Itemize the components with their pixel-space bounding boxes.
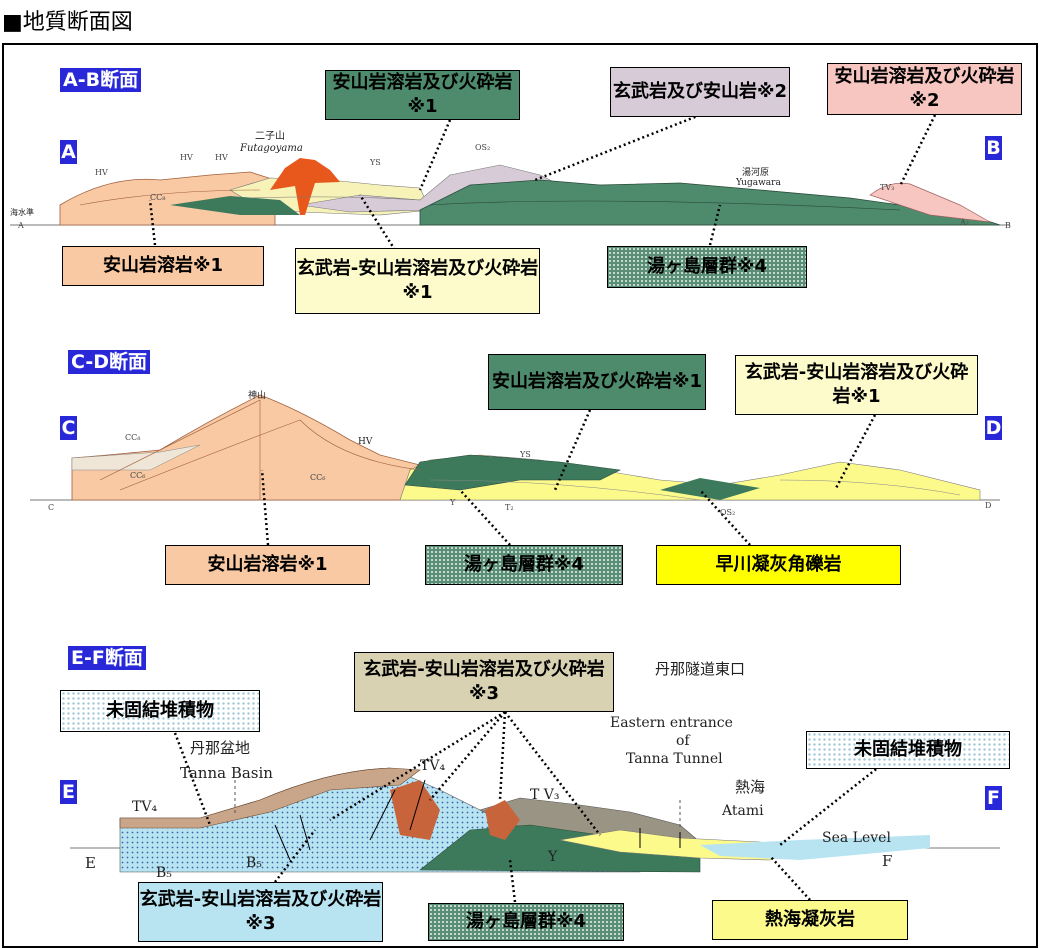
map-label-tunnel-en1: Eastern entrance: [610, 715, 733, 731]
map-label-yugawara: Yugawara: [736, 178, 781, 188]
map-label-tunnel-jp: 丹那隧道東口: [655, 660, 746, 678]
svg-text:HV: HV: [180, 153, 193, 162]
label-ab-basalt-andesite-lava1: 玄武岩-安山岩溶岩及び火砕岩※1: [295, 248, 540, 314]
svg-text:A: A: [17, 221, 24, 230]
label-cd-hayakawa: 早川凝灰角礫岩: [656, 545, 901, 585]
label-cd-yugashima4: 湯ヶ島層群※4: [425, 545, 623, 585]
section-ef-point-e: E: [60, 780, 77, 804]
svg-text:T₂: T₂: [505, 503, 514, 512]
map-label-shinzan: 神山: [248, 391, 267, 401]
svg-text:HV: HV: [95, 168, 108, 177]
section-ef-point-f: F: [985, 786, 1002, 810]
svg-text:HV: HV: [215, 153, 228, 162]
svg-text:Y: Y: [449, 498, 456, 507]
map-label-cd-hv: HV: [358, 437, 373, 447]
section-ab-title: A-B断面: [60, 68, 142, 92]
svg-text:D: D: [985, 501, 991, 510]
svg-text:CC₈: CC₈: [150, 193, 165, 202]
map-label-sealevel: Sea Level: [822, 830, 891, 846]
label-ef-unconsolidated-right: 未固結堆積物: [806, 731, 1010, 769]
label-cd-basalt-andesite-lava1: 玄武岩-安山岩溶岩及び火砕岩※1: [735, 355, 978, 415]
svg-text:OS₂: OS₂: [475, 143, 490, 152]
label-ef-yugashima4: 湯ヶ島層群※4: [428, 903, 624, 941]
svg-text:YS: YS: [369, 158, 381, 167]
section-ab-point-b: B: [985, 136, 1002, 160]
label-ab-andesite-pyro1: 安山岩溶岩及び火砕岩※1: [325, 70, 520, 120]
section-cd-point-c: C: [60, 416, 77, 440]
svg-text:YS: YS: [519, 450, 531, 459]
map-label-tv4-top: TV₄: [420, 758, 446, 774]
map-label-y: Y: [548, 849, 558, 865]
svg-text:TV₃: TV₃: [880, 183, 894, 192]
page-title: ■地質断面図: [2, 10, 133, 35]
map-label-futagoyama: Futagoyama: [240, 143, 303, 154]
label-ab-andesite-lava1: 安山岩溶岩※1: [62, 246, 264, 286]
label-ef-unconsolidated-left: 未固結堆積物: [60, 690, 260, 732]
map-label-yugawara-jp: 湯河原: [742, 168, 770, 178]
label-ef-basalt-andesite3-bottom: 玄武岩-安山岩溶岩及び火砕岩※3: [138, 882, 383, 942]
section-cd-title: C-D断面: [68, 350, 151, 374]
svg-text:CC₆: CC₆: [130, 471, 145, 480]
map-label-b5-left: B₅: [156, 865, 172, 881]
label-ef-basalt-andesite3-top: 玄武岩-安山岩溶岩及び火砕岩※3: [354, 652, 614, 712]
map-label-tv3: T V₃: [530, 787, 560, 803]
label-cd-andesite-pyro1: 安山岩溶岩及び火砕岩※1: [488, 354, 706, 410]
map-label-atami: Atami: [722, 803, 764, 819]
map-label-futagoyama-jp: 二子山: [255, 131, 285, 142]
label-ab-yugashima4: 湯ヶ島層群※4: [607, 246, 807, 288]
label-ef-atami-tuff: 熱海凝灰岩: [712, 900, 908, 940]
map-label-e: E: [85, 854, 96, 872]
svg-text:C: C: [48, 503, 54, 512]
svg-text:A₂: A₂: [959, 218, 969, 227]
label-ab-andesite-pyro2: 安山岩溶岩及び火砕岩※2: [827, 63, 1022, 115]
map-label-tanna-basin: Tanna Basin: [180, 764, 273, 782]
map-label-tanna-basin-jp: 丹那盆地: [190, 739, 251, 757]
svg-text:CC₈: CC₈: [125, 433, 140, 442]
map-label-sealevel: 海水準: [10, 208, 34, 217]
section-cd-point-d: D: [985, 416, 1002, 440]
svg-text:B: B: [1005, 221, 1011, 230]
map-label-tv4-left: TV₄: [132, 799, 158, 815]
map-label-f: F: [882, 852, 893, 870]
section-ab-point-a: A: [60, 140, 77, 164]
section-ef-title: E-F断面: [68, 646, 146, 670]
map-label-tunnel-en3: Tanna Tunnel: [626, 751, 723, 767]
map-label-tunnel-en2: of: [676, 733, 690, 749]
svg-text:CC₆: CC₆: [310, 473, 325, 482]
map-label-b5-mid: B₅: [246, 855, 262, 871]
svg-text:OS₂: OS₂: [720, 508, 735, 517]
label-ab-basalt-andesite2: 玄武岩及び安山岩※2: [610, 67, 790, 117]
map-label-atami-jp: 熱海: [735, 778, 766, 796]
label-cd-andesite-lava1: 安山岩溶岩※1: [165, 545, 370, 585]
